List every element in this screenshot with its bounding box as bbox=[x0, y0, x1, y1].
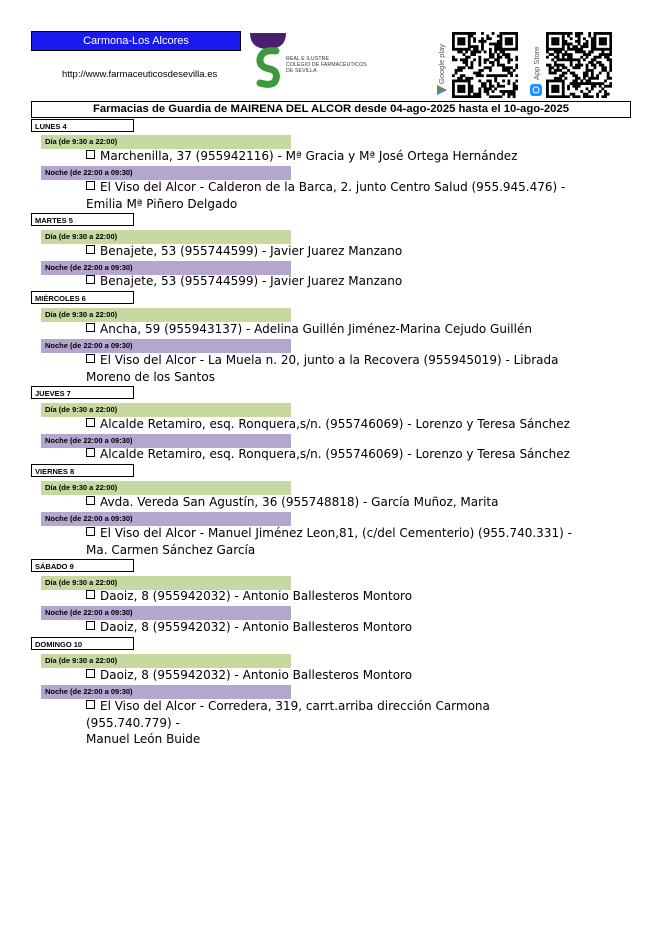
checkbox-icon bbox=[86, 621, 95, 630]
day-slot-label: Día (de 9:30 a 22:00) bbox=[41, 403, 291, 417]
pharmacy-entry: Daoiz, 8 (955942032) - Antonio Ballester… bbox=[86, 667, 576, 684]
college-logo-icon bbox=[250, 33, 286, 88]
checkbox-icon bbox=[86, 590, 95, 599]
day-label: LUNES 4 bbox=[31, 119, 134, 132]
pharmacy-entry: Alcalde Retamiro, esq. Ronquera,s/n. (95… bbox=[86, 446, 576, 463]
pharmacy-entry: El Viso del Alcor - Manuel Jiménez Leon,… bbox=[86, 526, 572, 557]
checkbox-icon bbox=[86, 700, 95, 709]
checkbox-icon bbox=[86, 527, 95, 536]
checkbox-icon bbox=[86, 354, 95, 363]
night-slot-label: Noche (de 22:00 a 09:30) bbox=[41, 261, 291, 275]
pharmacy-entry: Marchenilla, 37 (955942116) - Mª Gracia … bbox=[86, 148, 576, 165]
checkbox-icon bbox=[86, 150, 95, 159]
night-slot-label: Noche (de 22:00 a 09:30) bbox=[41, 434, 291, 448]
pharmacy-entry: Avda. Vereda San Agustín, 36 (955748818)… bbox=[86, 494, 576, 511]
website-url[interactable]: http://www.farmaceuticosdesevilla.es bbox=[62, 69, 218, 80]
day-slot-label: Día (de 9:30 a 22:00) bbox=[41, 481, 291, 495]
google-play-label: Google play bbox=[437, 43, 446, 84]
pharmacy-entry: Benajete, 53 (955744599) - Javier Juarez… bbox=[86, 243, 576, 260]
pharmacy-entry: Ancha, 59 (955943137) - Adelina Guillén … bbox=[86, 321, 576, 338]
night-slot-label: Noche (de 22:00 a 09:30) bbox=[41, 339, 291, 353]
pharmacy-entry: Daoiz, 8 (955942032) - Antonio Ballester… bbox=[86, 588, 576, 605]
app-store-label: App Store bbox=[532, 46, 541, 80]
pharmacy-entry: El Viso del Alcor - La Muela n. 20, junt… bbox=[86, 353, 559, 384]
night-slot-label: Noche (de 22:00 a 09:30) bbox=[41, 606, 291, 620]
checkbox-icon bbox=[86, 323, 95, 332]
day-slot-label: Día (de 9:30 a 22:00) bbox=[41, 230, 291, 244]
checkbox-icon bbox=[86, 181, 95, 190]
college-name: REAL E ILUSTRE COLEGIO DE FARMACÉUTICOS … bbox=[286, 56, 367, 75]
night-slot-label: Noche (de 22:00 a 09:30) bbox=[41, 512, 291, 526]
day-label: MARTES 5 bbox=[31, 213, 134, 226]
app-store-qr-icon[interactable] bbox=[546, 32, 612, 98]
night-slot-label: Noche (de 22:00 a 09:30) bbox=[41, 685, 291, 699]
checkbox-icon bbox=[86, 245, 95, 254]
google-play-qr-icon[interactable] bbox=[452, 32, 518, 98]
day-slot-label: Día (de 9:30 a 22:00) bbox=[41, 654, 291, 668]
app-store-icon[interactable] bbox=[530, 84, 542, 96]
pharmacy-entry: El Viso del Alcor - Calderon de la Barca… bbox=[86, 180, 566, 211]
night-slot-label: Noche (de 22:00 a 09:30) bbox=[41, 166, 291, 180]
checkbox-icon bbox=[86, 448, 95, 457]
day-label: VIERNES 8 bbox=[31, 464, 134, 477]
pharmacy-entry: Alcalde Retamiro, esq. Ronquera,s/n. (95… bbox=[86, 416, 576, 433]
checkbox-icon bbox=[86, 418, 95, 427]
day-slot-label: Día (de 9:30 a 22:00) bbox=[41, 576, 291, 590]
day-label: DOMINGO 10 bbox=[31, 637, 134, 650]
pharmacy-entry: El Viso del Alcor - Corredera, 319, carr… bbox=[86, 699, 490, 746]
day-label: MIÉRCOLES 6 bbox=[31, 291, 134, 304]
day-slot-label: Día (de 9:30 a 22:00) bbox=[41, 308, 291, 322]
checkbox-icon bbox=[86, 496, 95, 505]
day-label: JUEVES 7 bbox=[31, 386, 134, 399]
google-play-icon[interactable] bbox=[436, 84, 448, 96]
pharmacy-entry: Daoiz, 8 (955942032) - Antonio Ballester… bbox=[86, 619, 576, 636]
day-slot-label: Día (de 9:30 a 22:00) bbox=[41, 135, 291, 149]
checkbox-icon bbox=[86, 669, 95, 678]
checkbox-icon bbox=[86, 275, 95, 284]
pharmacy-entry: Benajete, 53 (955744599) - Javier Juarez… bbox=[86, 273, 576, 290]
page-title: Farmacias de Guardia de MAIRENA DEL ALCO… bbox=[31, 101, 631, 118]
region-label: Carmona-Los Alcores bbox=[31, 31, 241, 51]
day-label: SÁBADO 9 bbox=[31, 559, 134, 572]
